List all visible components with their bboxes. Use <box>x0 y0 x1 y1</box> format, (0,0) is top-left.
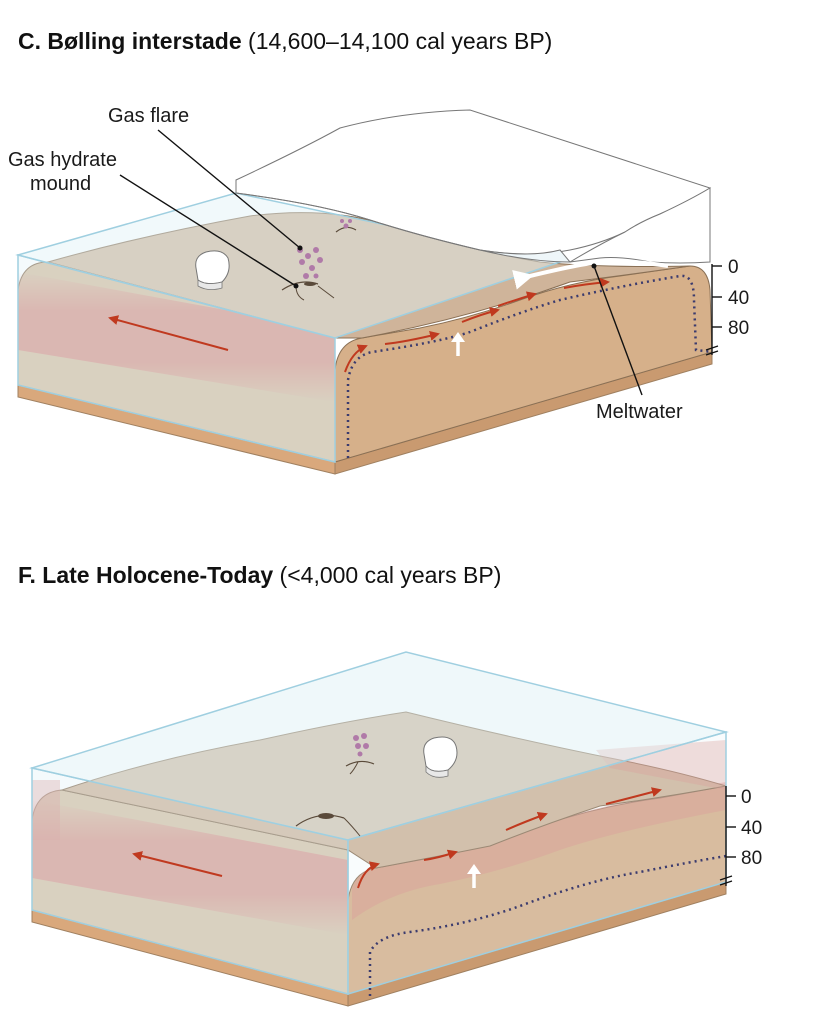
panel-c-meltwater-dot <box>591 263 597 269</box>
panel-c-gas-flare-label: Gas flare <box>108 105 189 127</box>
panel-f-flow-arrow-4 <box>605 787 662 805</box>
panel-f-warm-band-right <box>352 782 726 920</box>
panel-f-flow-arrow-left <box>132 851 223 877</box>
panel-c-block: Gas flare Gas hydrate mound Meltwater 0 … <box>8 105 749 475</box>
panel-c-meltwater-leader <box>593 265 643 396</box>
panel-c-depth-tick-0: 0 <box>728 257 739 278</box>
panel-f-upward-arrow <box>467 864 481 888</box>
panel-c-ice-sheet-right <box>569 187 711 264</box>
panel-f-title-bold: F. Late Holocene-Today <box>18 562 274 588</box>
panel-c-upward-arrow <box>451 332 465 356</box>
panel-c-meltwater-flow <box>512 259 669 290</box>
panel-c-gas-flare-dot <box>297 245 303 251</box>
panel-c-gas-hydrate-leader <box>119 174 297 287</box>
panel-f-depth-scale: 0 40 80 <box>719 786 762 886</box>
panel-f-depth-tick-0: 0 <box>741 787 752 808</box>
panel-c-title: C. Bølling interstade (14,600–14,100 cal… <box>18 28 552 55</box>
panel-c-flow-arrow-left <box>108 315 229 351</box>
panel-c-sediment-right <box>334 265 713 463</box>
panel-c-title-bold: C. Bølling interstade <box>18 28 242 54</box>
panel-c-title-rest: (14,600–14,100 cal years BP) <box>241 28 553 54</box>
panel-f-block: 0 40 80 <box>29 651 762 1007</box>
panel-c-depth-tick-40: 40 <box>728 288 749 309</box>
panel-f-flow-arrow-1 <box>357 861 380 889</box>
panel-f-hydrate-boundary <box>368 854 727 996</box>
panel-c-flow-arrow-3 <box>461 307 500 323</box>
panel-c-flow-arrow-1 <box>344 344 368 373</box>
panel-f-seep-mound <box>295 813 361 837</box>
panel-c-flow-arrow-5 <box>563 277 610 289</box>
panel-f-gas-bubbles <box>353 733 369 757</box>
panel-f-title: F. Late Holocene-Today (<4,000 cal years… <box>18 562 501 589</box>
panel-c-sediment-top <box>46 212 691 339</box>
panel-c-depth-tick-80: 80 <box>728 318 749 339</box>
panel-c-flow-arrow-2 <box>384 331 440 345</box>
panel-c-gas-hydrate-label-line1: Gas hydrate <box>8 149 117 171</box>
panel-c-gas-flare-leader <box>157 129 301 249</box>
panel-c-depth-scale: 0 40 80 <box>705 257 749 356</box>
panel-c-seep-mound <box>281 281 335 301</box>
panel-c-gas-hydrate-label-line2: mound <box>30 173 91 195</box>
panel-f-flow-arrow-2 <box>423 849 458 861</box>
panel-f-seep-small <box>345 760 375 775</box>
panel-f-title-rest: (<4,000 cal years BP) <box>273 562 502 588</box>
panel-f-hydrate-chunk <box>423 736 458 778</box>
panel-c-hydrate-chunk <box>195 250 230 290</box>
panel-f-depth-tick-80: 80 <box>741 848 762 869</box>
panel-c-hydrate-boundary <box>346 274 713 458</box>
panel-c-flow-arrow-4 <box>497 291 537 307</box>
panel-f-depth-tick-40: 40 <box>741 818 762 839</box>
panel-c-seep-under-ice <box>335 219 357 233</box>
panel-f-warm-band-left <box>32 780 60 840</box>
panel-c-meltwater-label: Meltwater <box>596 401 683 423</box>
panel-c-gas-hydrate-dot <box>293 283 299 289</box>
panel-f-flow-arrow-3 <box>505 812 548 831</box>
panel-c-gas-bubbles <box>297 247 323 279</box>
